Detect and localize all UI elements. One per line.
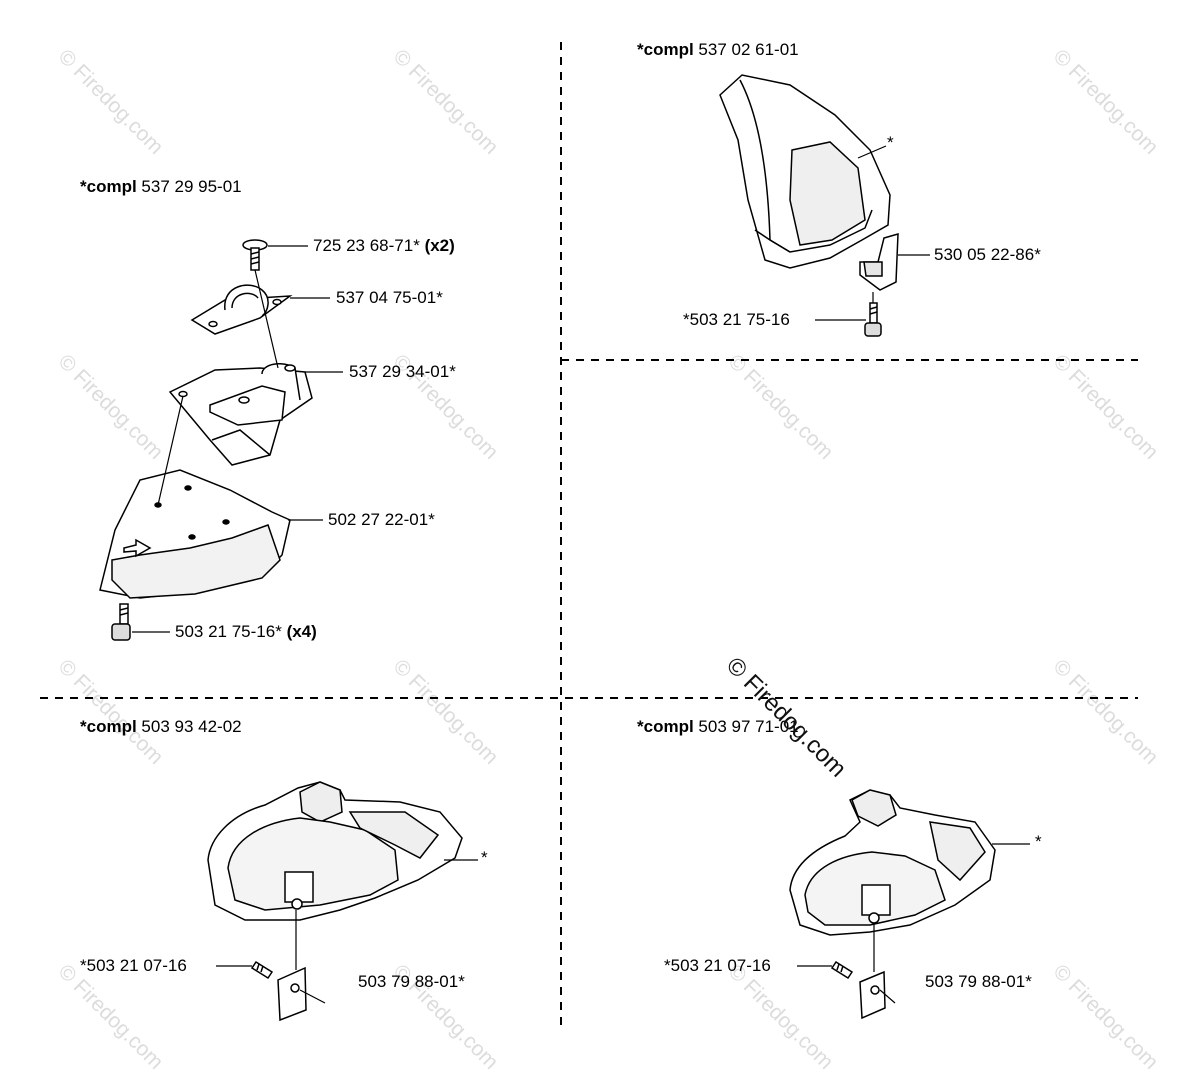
bottom-right-leader-lines [797, 843, 1030, 1004]
clamp-drawing [190, 284, 293, 335]
plate-bottom-left-drawing [277, 966, 307, 1022]
top-right-leader-lines [815, 145, 930, 321]
compl-label-bottom-left: *compl 503 93 42-02 [80, 717, 242, 736]
top-left-leader-lines [132, 245, 343, 633]
bracket-drawing [168, 362, 313, 466]
part-label-clamp: 537 04 75-01* [336, 288, 443, 307]
compl-label-top-right: *compl 537 02 61-01 [637, 40, 799, 59]
guard-537-02-drawing [719, 74, 891, 269]
part-label-screw-top-right: *503 21 75-16 [683, 310, 790, 329]
part-label-screw-bottom-right: *503 21 07-16 [664, 956, 771, 975]
part-label-plate-bottom-right: 503 79 88-01* [925, 972, 1032, 991]
screw-503-top-right-drawing [864, 302, 882, 337]
guard-drawing [99, 469, 291, 599]
screw-503-bottom-left-drawing [250, 960, 274, 980]
screw-503-bottom-right-drawing [830, 960, 854, 980]
star-label-bottom-left: * [481, 848, 488, 867]
plate-bottom-right-drawing [859, 970, 886, 1020]
guard-503-97-drawing [789, 789, 996, 936]
part-label-screw-bottom-left: *503 21 07-16 [80, 956, 187, 975]
part-label-guard: 502 27 22-01* [328, 510, 435, 529]
compl-label-top-left: *compl 537 29 95-01 [80, 177, 242, 196]
screw-725-drawing [242, 239, 268, 271]
bolt-drawing [111, 603, 131, 641]
holder-drawing [859, 232, 899, 291]
part-label-screw: 725 23 68-71* (x2) [313, 236, 455, 255]
part-label-holder: 530 05 22-86* [934, 245, 1041, 264]
part-label-bracket: 537 29 34-01* [349, 362, 456, 381]
part-label-plate-bottom-left: 503 79 88-01* [358, 972, 465, 991]
bottom-left-leader-lines [216, 859, 478, 1004]
guard-503-93-drawing [207, 781, 463, 921]
part-label-bolts: 503 21 75-16* (x4) [175, 622, 317, 641]
compl-label-bottom-right: *compl 503 97 71-01 [637, 717, 799, 736]
star-label-top-right: * [887, 133, 894, 152]
star-label-bottom-right: * [1035, 832, 1042, 851]
